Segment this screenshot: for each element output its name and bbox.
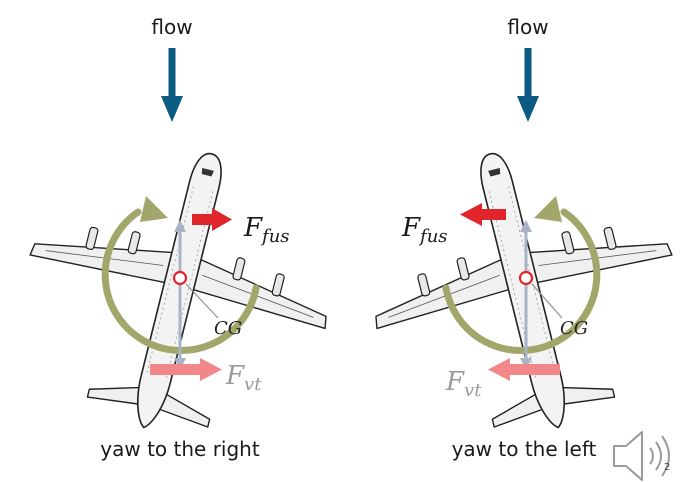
vt-arrow-right [488,358,560,381]
panel-left: flow CG Ffus [0,15,361,466]
flow-arrow-right [517,48,539,122]
force-fus-label-right: Ffus [401,213,448,247]
vt-arrow-left [150,358,222,381]
caption-right: yaw to the left [452,437,597,461]
flow-label-left: flow [151,15,192,39]
airplane-right [341,116,691,466]
flow-arrow-left [161,48,183,122]
cg-marker-left [172,270,188,286]
speaker-icon[interactable] [613,431,670,481]
fus-arrow-right [460,203,506,226]
caption-left: yaw to the right [100,437,260,461]
panel-right: flow CG Ffus [341,15,691,466]
flow-label-right: flow [507,15,548,39]
yaw-circle-right [442,196,601,355]
fus-arrow-left [192,208,232,231]
cg-marker-right [518,270,534,286]
cg-label-right: CG [560,318,588,339]
force-fus-label-left: Ffus [243,213,290,247]
force-vt-label-left: Fvt [225,361,262,395]
page-number: 2 [664,462,670,473]
force-vt-label-right: Fvt [445,367,482,401]
cg-label-left: CG [214,318,242,339]
yaw-circle-left [101,196,260,355]
